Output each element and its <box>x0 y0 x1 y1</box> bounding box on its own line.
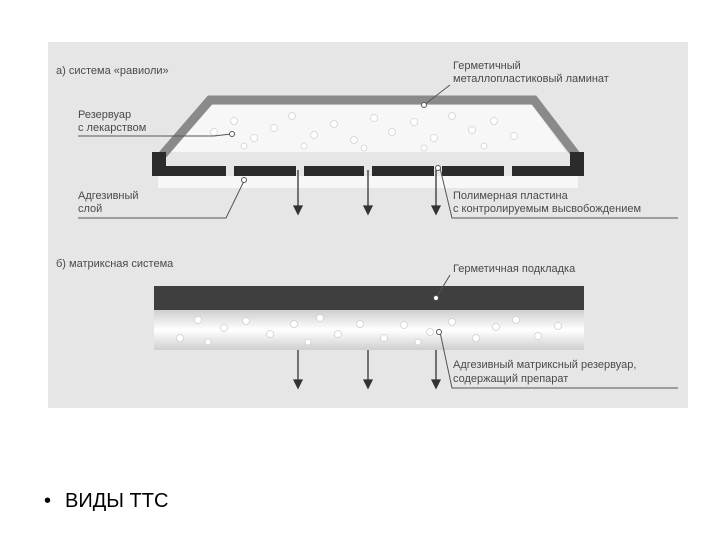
sealed-laminate <box>154 95 584 163</box>
matrix-reservoir <box>154 310 584 350</box>
laminate-label-1: Герметичный <box>453 60 521 72</box>
release-arrows-b <box>292 350 442 390</box>
matrix-label-1: Адгезивный матриксный резервуар, <box>453 359 636 371</box>
leaders-a <box>78 84 678 219</box>
matrix-particles <box>176 314 562 346</box>
matrix-label-2: содержащий препарат <box>453 373 568 385</box>
drug-reservoir <box>158 105 566 152</box>
release-arrows-a <box>292 170 442 216</box>
drug-particles <box>210 112 518 152</box>
membrane-label-1: Полимерная пластина <box>453 190 569 202</box>
adhesive-label-1: Адгезивный <box>78 190 139 202</box>
slide-heading: ВИДЫ ТТС <box>65 490 169 512</box>
reservoir-label-1: Резервуар <box>78 109 131 121</box>
leaders-b <box>433 274 678 389</box>
section-b-title: б) матриксная система <box>56 258 174 270</box>
laminate-label-2: металлопластиковый ламинат <box>453 73 609 85</box>
reservoir-label-2: с лекарством <box>78 122 146 134</box>
membrane-label-2: с контролируемым высвобождением <box>453 203 641 215</box>
backing-label: Герметичная подкладка <box>453 263 576 275</box>
slide-bullet-item: • ВИДЫ ТТС <box>44 490 168 513</box>
ttc-types-diagram: а) система «равиоли» <box>48 42 688 408</box>
adhesive-label-2: слой <box>78 203 102 215</box>
rate-control-membrane <box>152 152 584 176</box>
backing-layer <box>154 286 584 310</box>
bullet-marker: • <box>44 490 52 512</box>
section-a-title: а) система «равиоли» <box>56 65 169 77</box>
